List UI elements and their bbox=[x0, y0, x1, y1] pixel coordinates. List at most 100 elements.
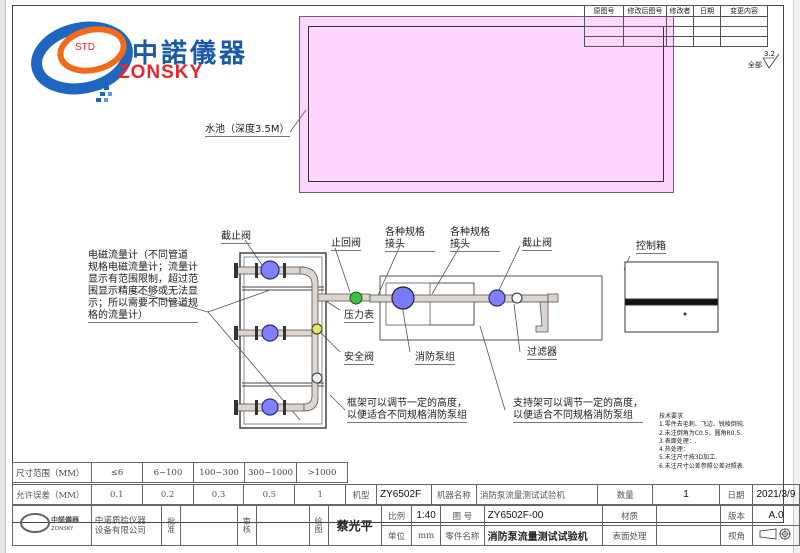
label-control-box: 控制箱 bbox=[636, 241, 666, 254]
label-pool: 水池（深度3.5M） bbox=[205, 124, 290, 137]
filter-icon bbox=[511, 292, 523, 304]
part-name-label: 零件名称 bbox=[440, 525, 485, 546]
approve-label: 批准 bbox=[161, 505, 182, 546]
size-range-row: 尺寸范围（MM） ≤6 6~100 100~300 300~1000 >1000 bbox=[12, 462, 348, 483]
control-box bbox=[624, 261, 719, 333]
pump-skid bbox=[379, 275, 603, 341]
pump-icon bbox=[391, 286, 415, 310]
tolerance-label: 允许误差（MM） bbox=[12, 484, 92, 505]
quantity-label: 数量 bbox=[597, 484, 654, 505]
model-value: ZY6502F bbox=[376, 484, 432, 505]
view-label: 视角 bbox=[719, 525, 754, 546]
machine-name-label: 机器名称 bbox=[430, 484, 477, 505]
material-label: 材质 bbox=[602, 505, 657, 526]
machine-schematic bbox=[129, 109, 719, 429]
technical-requirements: 技术要求 1.零件去毛刺、飞边、锐棱倒钝. 2.未注倒角为C0.5，圆角R0.5… bbox=[659, 413, 745, 471]
safety-valve-icon bbox=[311, 323, 323, 335]
tolerance-value: 0.2 bbox=[141, 484, 194, 505]
surface-value bbox=[655, 525, 721, 546]
logo-badge: STD bbox=[75, 42, 95, 53]
label-support-note: 支持架可以调节一定的高度， 以便适合不同规格消防泵组 bbox=[513, 398, 643, 423]
check-valve-icon bbox=[349, 291, 363, 305]
viewer-left-edge bbox=[0, 0, 6, 553]
flanges bbox=[234, 263, 286, 415]
scale-label: 比例 bbox=[380, 505, 413, 526]
title-block: 允许误差（MM） 0.1 0.2 0.3 0.5 1 机型 ZY6502F 机器… bbox=[12, 484, 800, 505]
revision-table: 原图号 修改后图号 修改者 日期 变更内容 bbox=[584, 5, 768, 47]
label-pressure-gauge: 压力表 bbox=[344, 310, 374, 323]
view-value bbox=[752, 525, 800, 546]
company-name: 中诺质检仪器 设备有限公司 bbox=[90, 505, 163, 546]
surface-label: 表面处理 bbox=[602, 525, 657, 546]
label-globe-valve-right: 截止阀 bbox=[522, 238, 552, 251]
drawing-no-value: ZY6502F-00 bbox=[483, 505, 604, 526]
size-range: >1000 bbox=[295, 462, 348, 483]
size-range-label: 尺寸范围（MM） bbox=[12, 462, 92, 483]
svg-text:中諾儀器: 中諾儀器 bbox=[51, 515, 80, 524]
model-label: 机型 bbox=[345, 484, 378, 505]
label-safety-valve: 安全阀 bbox=[344, 352, 374, 365]
pipe-frame bbox=[239, 252, 327, 429]
surface-finish-scope: 全部 bbox=[748, 61, 762, 69]
date-label: 日期 bbox=[718, 484, 753, 505]
small-logo: 中諾儀器 ZONSKY bbox=[12, 505, 92, 546]
version-value: A.0 bbox=[752, 505, 800, 526]
flow-meters bbox=[260, 260, 280, 416]
label-flowmeter: 电磁流量计（不同管道 规格电磁流量计；流量计 显示有范围限制，超过范 围显示精度… bbox=[88, 250, 198, 323]
draw-label: 绘图 bbox=[308, 505, 329, 546]
label-globe-valve-left: 截止阀 bbox=[221, 231, 251, 244]
review-value bbox=[255, 505, 310, 546]
label-joint-1: 各种规格 接头 bbox=[385, 227, 435, 252]
size-range: ≤6 bbox=[91, 462, 143, 483]
label-joint-2: 各种规格 接头 bbox=[450, 227, 500, 252]
machine-name-value: 消防泵流量测试试验机 bbox=[475, 484, 599, 505]
tech-item: 1.零件去毛刺、飞边、锐棱倒钝. bbox=[659, 421, 745, 429]
tolerance-table: 尺寸范围（MM） ≤6 6~100 100~300 300~1000 >1000 bbox=[12, 462, 348, 483]
logo-name-en: ZONSKY bbox=[118, 62, 204, 83]
scale-value: 1:40 bbox=[411, 505, 442, 526]
material-value bbox=[655, 505, 721, 526]
tolerance-value: 1 bbox=[294, 484, 347, 505]
quantity-value: 1 bbox=[652, 484, 720, 505]
tech-item: 2.未注倒角为C0.5，圆角R0.5. bbox=[659, 429, 743, 437]
main-pipe bbox=[369, 293, 559, 333]
tech-item: 5.未注尺寸按3D加工. bbox=[659, 454, 718, 462]
version-label: 版本 bbox=[719, 505, 754, 526]
tolerance-value: 0.5 bbox=[243, 484, 296, 505]
company-logo-small-icon: 中諾儀器 ZONSKY bbox=[19, 513, 80, 533]
size-range: 100~300 bbox=[193, 462, 245, 483]
label-pump-group: 消防泵组 bbox=[415, 352, 455, 365]
tolerance-value: 0.3 bbox=[192, 484, 245, 505]
revision-row bbox=[584, 36, 768, 47]
drawing-no-label: 图 号 bbox=[440, 505, 485, 526]
tech-item: 4.热处理： bbox=[659, 446, 689, 454]
tech-item: 6.未注尺寸公差参照公差对照表. bbox=[659, 462, 745, 470]
label-frame-note: 框架可以调节一定的高度， 以便适合不同规格消防泵组 bbox=[347, 398, 467, 423]
svg-text:ZONSKY: ZONSKY bbox=[51, 526, 74, 532]
date-value: 2021/3/9 bbox=[751, 484, 800, 505]
tolerance-value: 0.1 bbox=[90, 484, 143, 505]
review-label: 审核 bbox=[236, 505, 257, 546]
water-pool-inner bbox=[308, 26, 664, 182]
size-range: 6~100 bbox=[142, 462, 194, 483]
drawer-name: 蔡光平 bbox=[327, 505, 382, 546]
unit-label: 单位 bbox=[380, 525, 413, 546]
size-range: 300~1000 bbox=[244, 462, 297, 483]
globe-valve-icon bbox=[488, 289, 506, 307]
approve-value bbox=[180, 505, 238, 546]
first-angle-projection-icon bbox=[759, 528, 792, 540]
label-filter: 过滤器 bbox=[527, 347, 557, 360]
tech-item: 3.表面处理：. bbox=[659, 437, 697, 445]
surface-finish-value: 3.2 bbox=[764, 50, 776, 58]
logo-swoosh-icon bbox=[31, 21, 133, 102]
valve-icon bbox=[311, 372, 323, 384]
viewer-scrollbar[interactable] bbox=[793, 0, 800, 553]
label-check-valve: 止回阀 bbox=[331, 238, 361, 251]
tech-title: 技术要求 bbox=[659, 413, 684, 420]
surface-roughness-icon bbox=[762, 54, 780, 69]
part-name-value: 消防泵流量测试试验机 bbox=[483, 525, 604, 546]
unit-value: mm bbox=[411, 525, 442, 546]
logo-name-cn: 中諾儀器 bbox=[132, 39, 249, 69]
title-block-lower: 中諾儀器 ZONSKY 中诺质检仪器 设备有限公司 批准 审核 绘图 蔡光平 比… bbox=[12, 505, 800, 546]
leader-lines bbox=[129, 109, 631, 421]
